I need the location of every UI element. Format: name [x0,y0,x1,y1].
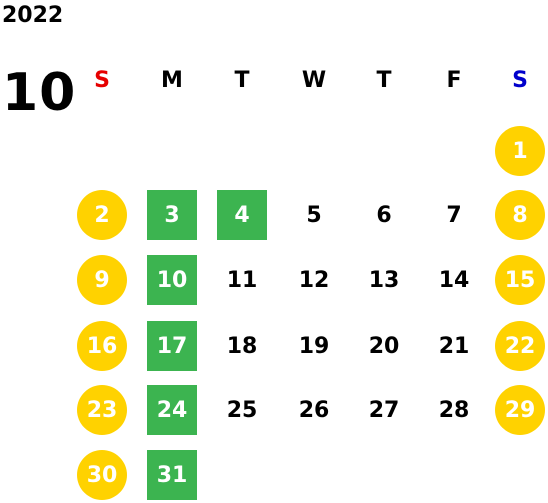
day-cell-20[interactable]: 20 [368,333,400,359]
month-number: 10 [2,63,77,123]
day-cell-12[interactable]: 12 [298,267,330,293]
day-cell-16[interactable]: 16 [77,321,127,371]
weekday-header-4: T [376,68,392,93]
day-cell-28[interactable]: 28 [438,397,470,423]
day-cell-13[interactable]: 13 [368,267,400,293]
weekday-header-3: W [301,68,327,93]
weekday-header-1: M [161,68,183,93]
day-cell-2[interactable]: 2 [77,190,127,240]
weekday-header-0: S [94,68,110,93]
day-cell-25[interactable]: 25 [226,397,258,423]
weekday-header-2: T [234,68,250,93]
day-cell-27[interactable]: 27 [368,397,400,423]
day-cell-14[interactable]: 14 [438,267,470,293]
day-cell-31[interactable]: 31 [147,450,197,500]
day-cell-23[interactable]: 23 [77,385,127,435]
day-cell-6[interactable]: 6 [376,202,392,228]
day-cell-7[interactable]: 7 [446,202,462,228]
weekday-header-5: F [446,68,462,93]
day-cell-18[interactable]: 18 [226,333,258,359]
day-cell-15[interactable]: 15 [495,255,545,305]
day-cell-17[interactable]: 17 [147,321,197,371]
year-label: 2022 [2,3,64,28]
day-cell-5[interactable]: 5 [306,202,322,228]
day-cell-8[interactable]: 8 [495,190,545,240]
day-cell-29[interactable]: 29 [495,385,545,435]
day-cell-30[interactable]: 30 [77,450,127,500]
day-cell-3[interactable]: 3 [147,190,197,240]
day-cell-10[interactable]: 10 [147,255,197,305]
day-cell-9[interactable]: 9 [77,255,127,305]
day-cell-1[interactable]: 1 [495,126,545,176]
day-cell-4[interactable]: 4 [217,190,267,240]
day-cell-26[interactable]: 26 [298,397,330,423]
weekday-header-6: S [512,68,528,93]
day-cell-21[interactable]: 21 [438,333,470,359]
day-cell-11[interactable]: 11 [226,267,258,293]
day-cell-19[interactable]: 19 [298,333,330,359]
day-cell-22[interactable]: 22 [495,321,545,371]
day-cell-24[interactable]: 24 [147,385,197,435]
